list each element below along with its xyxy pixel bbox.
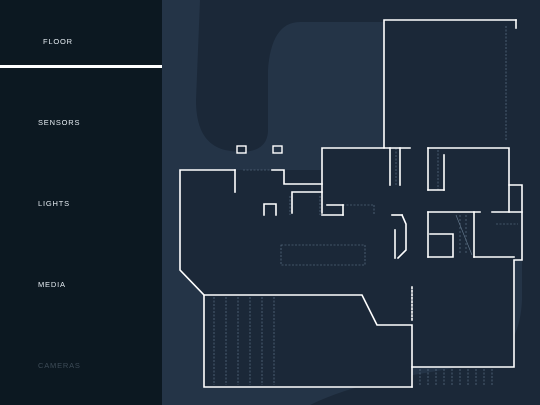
walls [179,19,523,388]
sidebar-nav: FLOOR SENSORS LIGHTS MEDIA CAMERAS [0,0,162,405]
nav-item-cameras-label: CAMERAS [38,361,81,370]
nav-item-media[interactable]: MEDIA [0,243,162,324]
nav-item-lights-label: LIGHTS [38,199,70,208]
nav-item-floor-label: FLOOR [43,37,73,46]
nav-item-cameras: CAMERAS [0,324,162,405]
floor-plan-map[interactable] [162,0,540,405]
active-tab-indicator [0,65,162,68]
staircase [455,214,473,256]
floor-plan-svg [179,0,540,405]
nav-item-media-label: MEDIA [38,280,66,289]
nav-item-sensors-label: SENSORS [38,118,81,127]
nav-item-lights[interactable]: LIGHTS [0,162,162,243]
nav-item-floor[interactable]: FLOOR [0,0,162,81]
nav-item-sensors[interactable]: SENSORS [0,81,162,162]
fixtures [236,145,283,154]
dashed-details [213,20,518,386]
